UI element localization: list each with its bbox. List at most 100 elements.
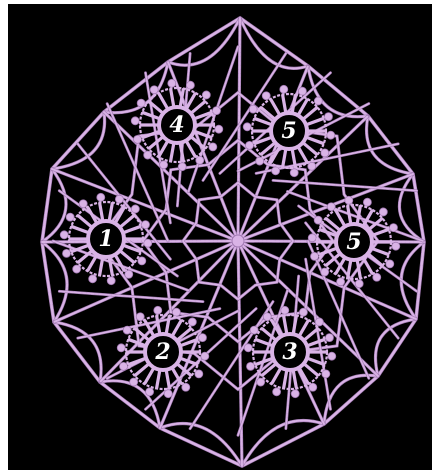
motif-number-1: 1 [98, 226, 113, 252]
flower-petal [159, 141, 168, 157]
flower-petal [109, 204, 112, 222]
motif-number-4: 4 [169, 112, 184, 138]
motif-number-3: 3 [282, 339, 297, 365]
mesh-spoke [42, 241, 238, 242]
flower-picot [392, 242, 400, 250]
flower-petal [293, 317, 296, 335]
flower-picot [195, 370, 203, 378]
flower-petal [172, 321, 181, 337]
flower-picot [160, 161, 168, 169]
flower-picot [337, 278, 345, 286]
flower-petal [272, 368, 281, 384]
flower-picot [246, 141, 254, 149]
flower-picot [215, 125, 223, 133]
doily-center-knot [232, 235, 244, 247]
motif-number-2: 2 [154, 339, 170, 365]
flower-picot [355, 280, 363, 288]
flower-petal [283, 149, 286, 167]
flower-petal [348, 207, 351, 225]
flower-picot [117, 344, 125, 352]
flower-picot [120, 362, 128, 370]
flower-petal [292, 96, 295, 114]
flower-picot [386, 260, 394, 268]
flower-petal [157, 370, 160, 388]
flower-picot [309, 383, 317, 391]
flower-picot [150, 86, 158, 94]
flower-picot [272, 167, 280, 175]
flower-picot [164, 390, 172, 398]
flower-picot [321, 149, 329, 157]
flower-petal [371, 248, 388, 254]
flower-petal [348, 260, 351, 278]
flower-picot [115, 195, 123, 203]
flower-petal [306, 137, 323, 143]
flower-picot [125, 270, 133, 278]
flower-picot [172, 308, 180, 316]
flower-picot [345, 196, 353, 204]
flower-picot [290, 169, 298, 177]
flower-picot [97, 193, 105, 201]
motif-4: 4 [131, 79, 223, 170]
flower-petal [357, 207, 360, 225]
flower-petal [78, 216, 92, 228]
flower-picot [146, 388, 154, 396]
flower-picot [134, 135, 142, 143]
flower-petal [88, 255, 97, 271]
flower-picot [212, 107, 220, 115]
flower-picot [280, 85, 288, 93]
flower-picot [131, 117, 139, 125]
flower-picot [308, 162, 316, 170]
flower-picot [324, 113, 332, 121]
flower-picot [244, 344, 252, 352]
flower-picot [308, 234, 316, 242]
flower-picot [249, 105, 257, 113]
flower-petal [135, 364, 149, 376]
flower-picot [138, 257, 146, 265]
flower-picot [137, 99, 145, 107]
flower-petal [171, 143, 174, 161]
flower-picot [273, 388, 281, 396]
flower-petal [304, 329, 318, 341]
flower-picot [291, 390, 299, 398]
flower-picot [281, 306, 289, 314]
flower-picot [66, 213, 74, 221]
flower-picot [198, 334, 206, 342]
flower-petal [292, 149, 295, 167]
doily-photo: 1 2 3 4 5 5 [8, 4, 432, 470]
flower-picot [327, 131, 335, 139]
flower-picot [243, 123, 251, 131]
flower-picot [201, 352, 209, 360]
flower-picot [186, 81, 194, 89]
flower-picot [209, 143, 217, 151]
flower-picot [178, 163, 186, 171]
flower-picot [373, 273, 381, 281]
flower-petal [303, 108, 317, 120]
flower-picot [263, 313, 271, 321]
flower-petal [293, 370, 296, 388]
flower-picot [123, 326, 131, 334]
flower-petal [298, 147, 307, 163]
flower-picot [262, 92, 270, 100]
flower-petal [284, 370, 287, 388]
crochet-doily-image: 1 2 3 4 5 5 [8, 4, 432, 470]
flower-petal [120, 216, 134, 228]
flower-petal [357, 260, 360, 278]
flower-picot [322, 370, 330, 378]
flower-picot [89, 275, 97, 283]
flower-picot [168, 79, 176, 87]
motif-number-5-right: 5 [346, 229, 361, 255]
flower-petal [284, 317, 287, 335]
flower-picot [247, 362, 255, 370]
flower-petal [304, 364, 318, 376]
flower-petal [303, 143, 317, 155]
flower-picot [60, 231, 68, 239]
flower-picot [363, 198, 371, 206]
flower-petal [271, 100, 280, 116]
flower-petal [159, 94, 168, 110]
flower-picot [328, 352, 336, 360]
flower-petal [368, 254, 382, 266]
flower-picot [144, 239, 152, 247]
flower-picot [107, 277, 115, 285]
flower-picot [136, 313, 144, 321]
flower-picot [325, 334, 333, 342]
